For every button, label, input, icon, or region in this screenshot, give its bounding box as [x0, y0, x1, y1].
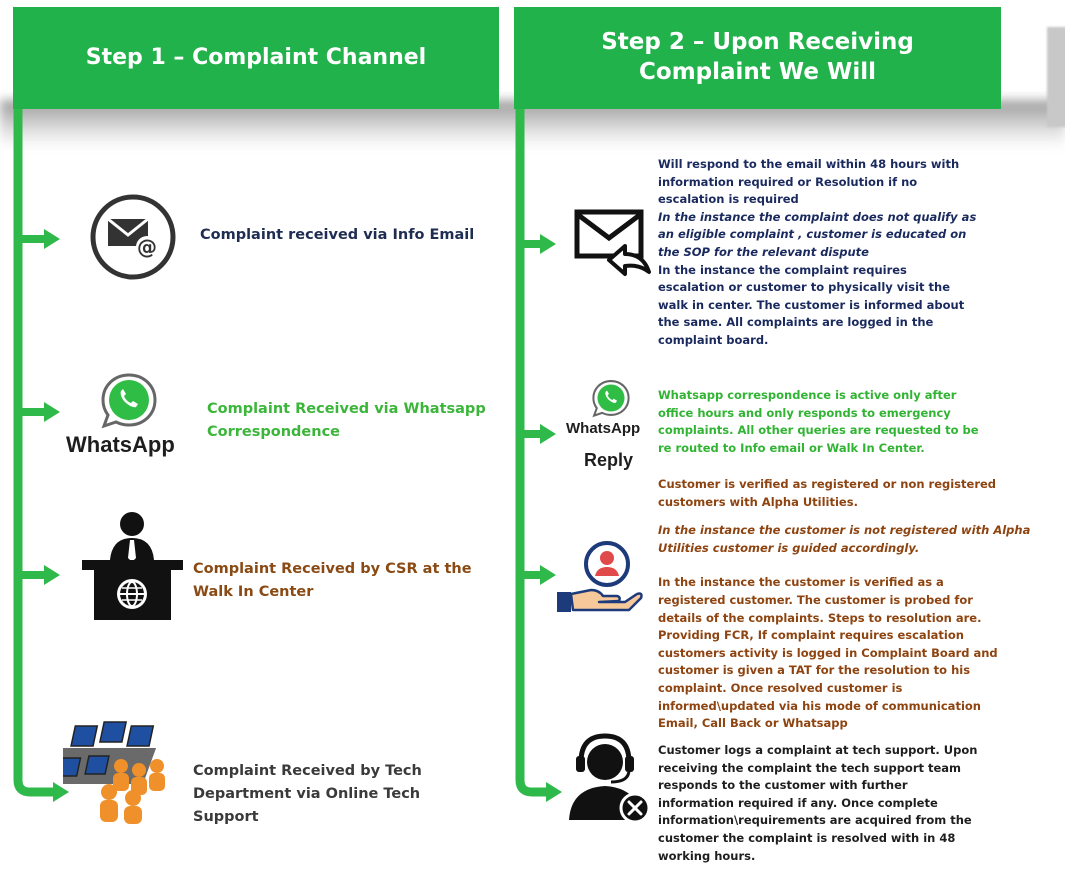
- step2-email-italic-line: an eligible complaint , customer is educ…: [658, 227, 967, 242]
- step2-whatsapp-logo-text: WhatsApp: [566, 420, 641, 437]
- step1-whatsapp-label: Complaint Received via Whatsapp Correspo…: [207, 398, 486, 444]
- step2-header-line1: Step 2 – Upon Receiving: [601, 29, 914, 56]
- step2-whatsapp-line: Whatsapp correspondence is active only a…: [658, 388, 957, 402]
- step2-csr-line: customers activity is logged in Complain…: [658, 645, 998, 660]
- step2-email-italic-line: In the instance the complaint does not q…: [658, 209, 977, 224]
- step2-whatsapp-description: Whatsapp correspondence is active only a…: [658, 387, 979, 457]
- step2-tech-line: customer the complaint is resolved with …: [658, 830, 956, 845]
- step2-csr-line: registered customer. The customer is pro…: [658, 592, 973, 607]
- step1-csr-line1: Complaint Received by CSR at the: [193, 561, 472, 577]
- step2-tech-line: information\requirements are acquired fr…: [658, 813, 972, 828]
- step2-csr-line: Email, Call Back or Whatsapp: [658, 716, 848, 731]
- whatsapp-logo-text: WhatsApp: [66, 432, 175, 457]
- step1-header: Step 1 – Complaint Channel: [13, 7, 499, 109]
- step2-whatsapp-line: re routed to Info email or Walk In Cente…: [658, 440, 925, 455]
- step2-email-italic-line: the SOP for the relevant dispute: [658, 244, 869, 259]
- step1-csr-line2: Walk In Center: [193, 584, 314, 600]
- step2-tech-line: Customer logs a complaint at tech suppor…: [658, 743, 978, 757]
- step2-csr-line: complaint. Once resolved customer is: [658, 680, 903, 695]
- step1-whatsapp-line1: Complaint Received via Whatsapp: [207, 401, 486, 417]
- step1-whatsapp-line2: Correspondence: [207, 424, 340, 440]
- step2-csr-line: Customer is verified as registered or no…: [658, 477, 997, 491]
- step2-csr-description: Customer is verified as registered or no…: [658, 476, 1030, 733]
- email-at-icon: @: [88, 192, 178, 286]
- svg-text:@: @: [137, 235, 157, 259]
- step2-trunk-line: [515, 100, 548, 797]
- step2-email-line: complaint board.: [658, 332, 769, 347]
- whatsapp-icon: [590, 378, 632, 422]
- tech-support-team-icon: [42, 718, 175, 830]
- step2-csr-line: informed\updated via his mode of communi…: [658, 698, 981, 713]
- step2-email-line: escalation or customer to physically vis…: [658, 280, 951, 295]
- step2-email-line: In the instance the complaint requires: [658, 262, 907, 277]
- step1-tech-line2: Department via Online Tech: [193, 786, 421, 802]
- step2-csr-line: customers with Alpha Utilities.: [658, 494, 858, 509]
- email-reply-icon: [573, 206, 653, 282]
- step1-email-label: Complaint received via Info Email: [200, 227, 475, 243]
- step2-csr-italic-line: Utilities customer is guided accordingly…: [658, 540, 920, 555]
- step1-tech-label: Complaint Received by Tech Department vi…: [193, 760, 422, 829]
- step2-email-description: Will respond to the email within 48 hour…: [658, 156, 976, 350]
- step2-header-line2: Complaint We Will: [639, 59, 876, 85]
- step2-whatsapp-line: complaints. All other queries are reques…: [658, 423, 979, 438]
- step2-tech-line: responds to the customer with further: [658, 778, 908, 793]
- step2-email-line: Will respond to the email within 48 hour…: [658, 157, 960, 171]
- whatsapp-icon: [98, 371, 160, 433]
- step2-email-line: information required or Resolution if no: [658, 174, 918, 189]
- step1-tech-line3: Support: [193, 809, 259, 825]
- csr-desk-icon: [80, 510, 185, 626]
- step2-csr-line: In the instance the customer is verified…: [658, 575, 944, 590]
- step2-csr-line: details of the complaints. Steps to reso…: [658, 610, 982, 625]
- step1-arrows: [18, 229, 69, 802]
- step2-email-line: walk in center. The customer is informed…: [658, 297, 965, 312]
- step1-trunk-line: [13, 100, 55, 797]
- step1-tech-line1: Complaint Received by Tech: [193, 763, 422, 779]
- step2-csr-italic-line: In the instance the customer is not regi…: [658, 523, 1031, 538]
- step2-tech-line: working hours.: [658, 848, 756, 863]
- step2-csr-line: Providing FCR, If complaint requires esc…: [658, 628, 964, 643]
- step3-header-partial: [1047, 27, 1065, 127]
- step2-tech-description: Customer logs a complaint at tech suppor…: [658, 742, 977, 865]
- step2-arrows: [520, 234, 562, 802]
- step1-csr-label: Complaint Received by CSR at the Walk In…: [193, 558, 472, 604]
- step2-email-line: escalation is required: [658, 192, 799, 207]
- step1-header-title: Step 1 – Complaint Channel: [85, 44, 427, 70]
- customer-care-hand-icon: [555, 540, 645, 620]
- step2-email-line: the same. All complaints are logged in t…: [658, 315, 934, 330]
- step2-header: Step 2 – Upon Receiving Complaint We Wil…: [514, 7, 1001, 109]
- step2-tech-line: information required if any. Once comple…: [658, 795, 938, 810]
- headset-agent-icon: [565, 730, 655, 828]
- reply-label: Reply: [584, 450, 634, 470]
- step2-tech-line: receiving the complaint the tech support…: [658, 760, 962, 775]
- step2-whatsapp-line: office hours and only responds to emerge…: [658, 405, 951, 420]
- step2-csr-line: customer is given a TAT for the resoluti…: [658, 663, 971, 678]
